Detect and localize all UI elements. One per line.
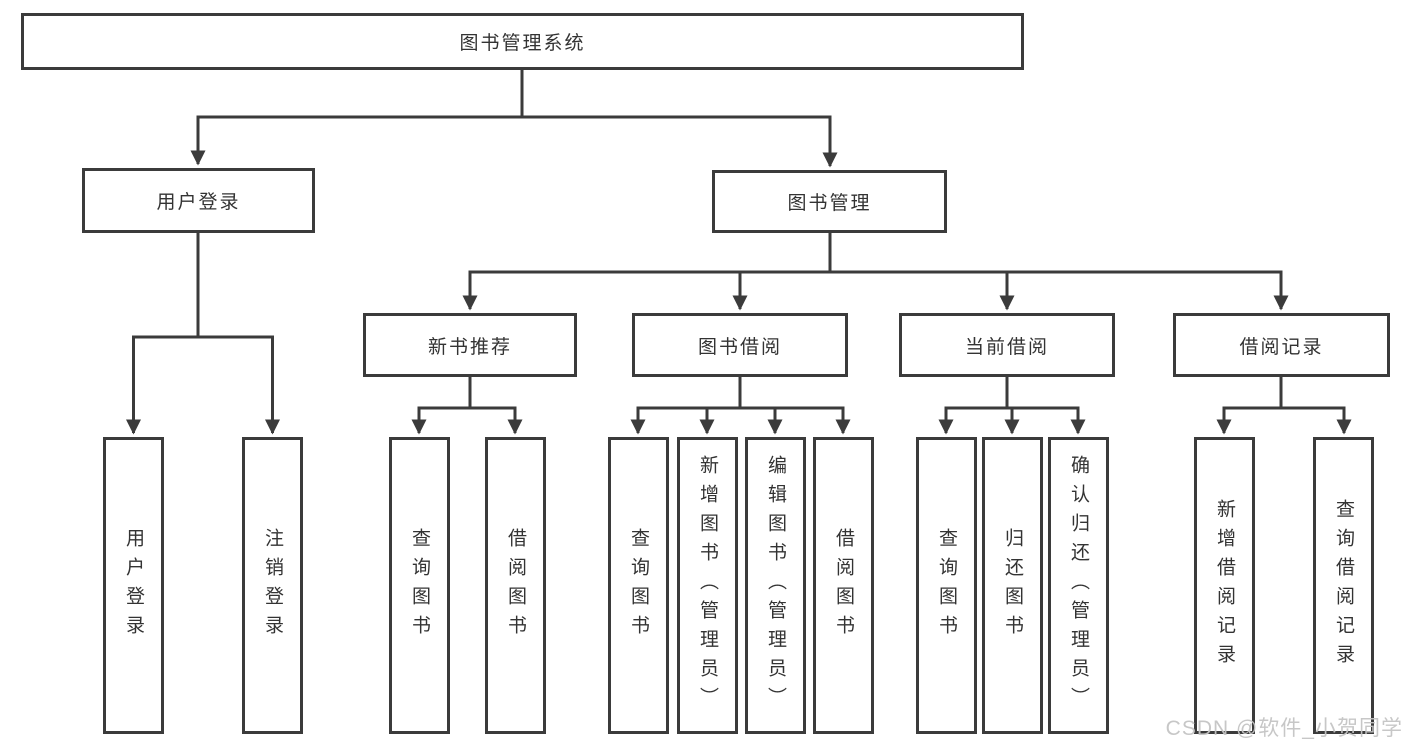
leaf-return-books: 归还图书 xyxy=(982,437,1043,734)
leaf-borrow-books-recommend: 借阅图书 xyxy=(485,437,546,734)
leaf-user-login: 用户登录 xyxy=(103,437,164,734)
leaf-logout: 注销登录 xyxy=(242,437,303,734)
node-new-book-recommendation: 新书推荐 xyxy=(363,313,577,377)
leaf-query-books-borrow: 查询图书 xyxy=(608,437,669,734)
leaf-query-books-recommend: 查询图书 xyxy=(389,437,450,734)
leaf-confirm-return-admin: 确认归还（管理员） xyxy=(1048,437,1109,734)
leaf-add-books-admin: 新增图书（管理员） xyxy=(677,437,738,734)
csdn-watermark: CSDN @软件_小贺同学 xyxy=(1165,717,1403,740)
node-user-login: 用户登录 xyxy=(82,168,315,233)
node-current-borrowing: 当前借阅 xyxy=(899,313,1115,377)
leaf-borrow-books: 借阅图书 xyxy=(813,437,874,734)
node-root-library-management-system: 图书管理系统 xyxy=(21,13,1024,70)
leaf-query-borrow-record: 查询借阅记录 xyxy=(1313,437,1374,734)
leaf-edit-books-admin: 编辑图书（管理员） xyxy=(745,437,806,734)
node-borrowing-records: 借阅记录 xyxy=(1173,313,1390,377)
node-book-management: 图书管理 xyxy=(712,170,947,233)
leaf-query-books-current: 查询图书 xyxy=(916,437,977,734)
node-book-borrowing: 图书借阅 xyxy=(632,313,848,377)
leaf-add-borrow-record: 新增借阅记录 xyxy=(1194,437,1255,734)
